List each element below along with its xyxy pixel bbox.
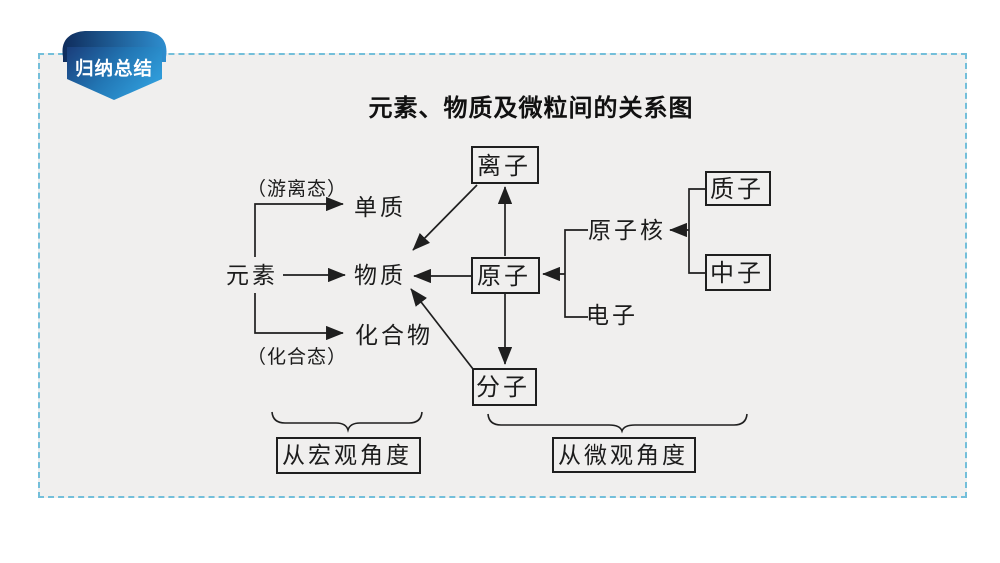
element-label: 元素	[226, 263, 278, 288]
content-panel	[38, 53, 967, 498]
micro-perspective-box	[552, 437, 696, 473]
micro-perspective-label: 从微观角度	[558, 443, 688, 468]
proton-label: 质子	[710, 176, 764, 203]
arrow-element-to-compound	[254, 293, 344, 341]
element-branch-lines	[254, 196, 346, 341]
free-labels: （游离态） 单质 元素 物质 化合物 （化合态） 原子核 电子	[226, 178, 666, 368]
combined-state-label: （化合态）	[247, 346, 347, 368]
arrow-element-to-simple-substance	[254, 196, 344, 257]
simple-substance-label: 单质	[354, 195, 406, 220]
arrow-ion-to-substance	[412, 184, 478, 251]
molecule-box	[472, 368, 537, 406]
neutron-label: 中子	[710, 260, 764, 287]
molecule-label: 分子	[476, 374, 530, 401]
compound-label: 化合物	[355, 323, 433, 348]
macro-brace	[271, 411, 423, 433]
nucleus-label: 原子核	[588, 218, 666, 243]
nucleus-electron-bracket	[564, 229, 588, 318]
substance-label: 物质	[354, 263, 406, 288]
micro-brace	[487, 413, 748, 434]
arrow-molecule-to-substance	[410, 288, 474, 370]
perspective-section: 从宏观角度 从微观角度	[271, 411, 748, 468]
free-state-label: （游离态）	[247, 178, 347, 200]
atom-box	[471, 257, 540, 294]
macro-perspective-label: 从宏观角度	[282, 443, 412, 468]
proton-neutron-bracket	[688, 188, 706, 274]
neutron-box	[705, 254, 771, 291]
atom-composition-bracket	[542, 188, 706, 318]
ribbon-body-shape	[67, 47, 162, 100]
node-boxes	[276, 146, 771, 474]
macro-perspective-box	[276, 437, 421, 474]
proton-box	[705, 171, 771, 206]
ion-box	[471, 146, 539, 184]
ribbon-label: 归纳总结	[75, 58, 153, 79]
summary-ribbon-badge: 归纳总结	[58, 28, 172, 104]
particle-arrows	[410, 184, 513, 370]
atom-label: 原子	[477, 264, 531, 290]
node-labels: 离子 原子 分子 质子 中子	[476, 153, 764, 401]
ion-label: 离子	[477, 153, 531, 180]
page-title: 元素、物质及微粒间的关系图	[368, 95, 694, 122]
electron-label: 电子	[586, 303, 638, 328]
